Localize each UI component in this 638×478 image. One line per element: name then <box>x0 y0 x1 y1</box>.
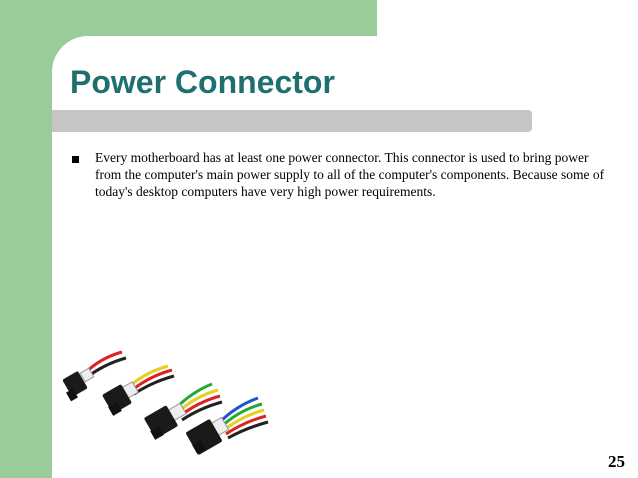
connector-2 <box>102 364 175 416</box>
rounded-corner <box>52 36 88 72</box>
connector-3 <box>144 382 223 440</box>
bullet-square-icon <box>72 156 79 163</box>
top-green-band <box>52 0 377 36</box>
page-number: 25 <box>608 452 625 471</box>
slide-title: Power Connector <box>70 64 335 100</box>
connector-4 <box>186 396 269 455</box>
power-connectors-image <box>62 350 269 455</box>
title-underline-bar <box>52 110 532 132</box>
left-green-band <box>0 0 52 478</box>
bullet-text: Every motherboard has at least one power… <box>95 150 605 199</box>
connector-1 <box>62 350 127 402</box>
